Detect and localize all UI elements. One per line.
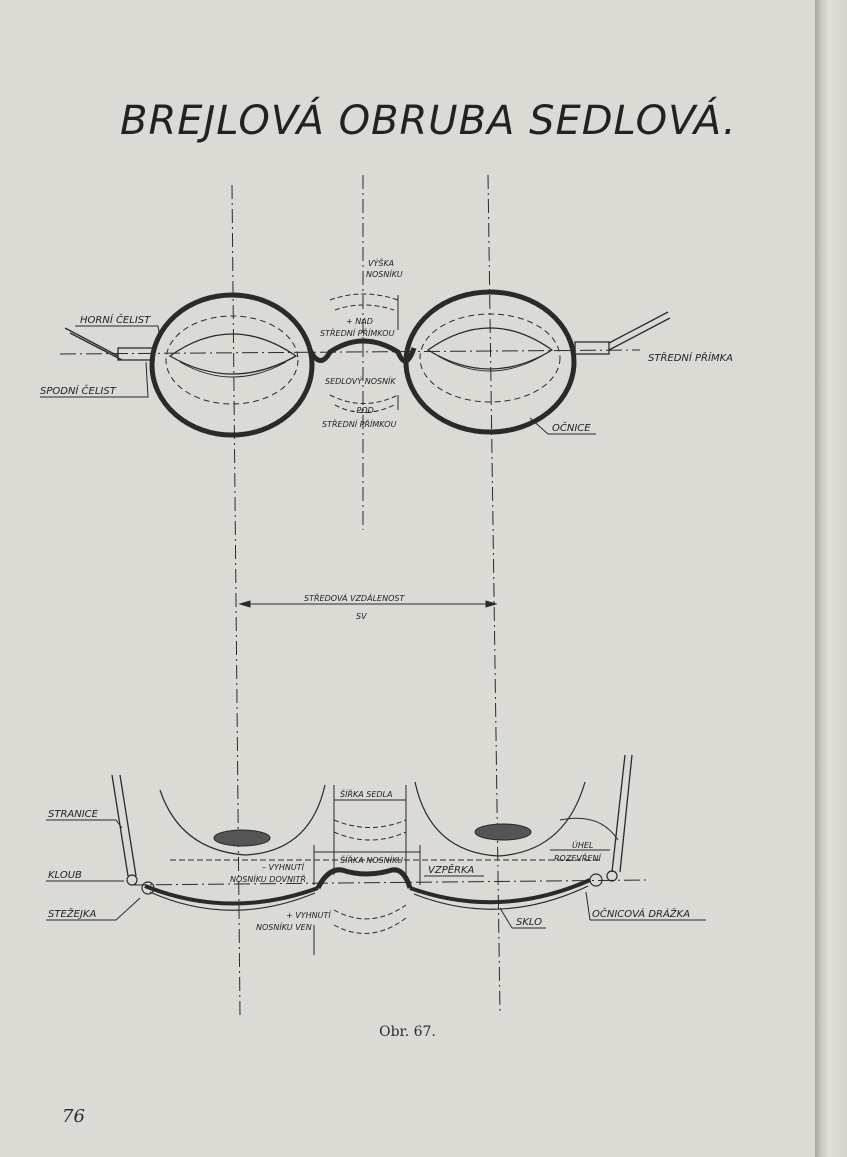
right-face-outline [414,781,586,857]
label-kloub: KLOUB [48,870,82,881]
label-stezejka: STEŽEJKA [48,907,96,920]
middle-line [59,349,641,355]
bridge-top [315,867,413,890]
left-eyewire [149,292,315,438]
figure-caption: Obr. 67. [379,1024,436,1040]
label-stredova-vzdalenost: STŘEDOVÁ VZDÁLENOST [304,592,405,603]
left-face-outline [159,784,326,856]
left-lens-top [144,884,319,906]
right-lens-centerline [487,174,501,1016]
left-lens-centerline [231,184,241,1016]
label-horni-celist: HORNÍ ČELIST [80,313,151,326]
label-nad-2: STŘEDNÍ PŘÍMKOU [320,327,395,338]
label-pod-1: – POD [350,406,374,415]
book-page [0,0,815,1157]
page-edge [815,0,847,1157]
label-pod-2: STŘEDNÍ PŘÍMKOU [322,418,397,429]
label-sv: SV [356,612,367,621]
label-vyhnuti-dovnitr-1: – VYHNUTÍ [262,861,306,872]
label-sklo: SKLO [516,917,542,928]
right-lens-top [409,878,591,905]
diagram-title: BREJLOVÁ OBRUBA SEDLOVÁ. [120,98,737,144]
page-number: 76 [62,1106,85,1127]
label-sirka-sedla: ŠÍŘKA SEDLA [340,788,392,799]
label-stranice: STRANICE [48,809,99,820]
label-spodni-celist: SPODNÍ ČELIST [40,384,117,397]
right-eye [426,327,554,370]
label-nad-1: + NAD [346,317,373,326]
label-vyska-nosniku-2: NOSNÍKU [366,268,403,279]
label-vyhnuti-dovnitr-2: NOSNÍKU DOVNITŘ [230,873,306,884]
label-sirka-nosniku: ŠÍŘKA NOSNÍKU [340,854,403,865]
label-uhel-2: ROZEVŘENÍ [554,852,602,863]
label-stredni-primka: STŘEDNÍ PŘÍMKA [648,351,733,364]
label-vyhnuti-ven-1: + VYHNUTÍ [286,909,332,920]
label-vzperka: VZPĚRKA [428,863,475,876]
label-vyhnuti-ven-2: NOSNÍKU VEN [256,921,312,932]
label-ocnicova-drazka: OČNICOVÁ DRÁŽKA [592,907,690,920]
label-vyska-nosniku-1: VÝŠKA [368,257,394,268]
glasses-diagram: VÝŠKA NOSNÍKU + NAD STŘEDNÍ PŘÍMKOU SEDL… [40,174,733,1016]
saddle-bridge [307,338,417,364]
left-eye [168,333,298,375]
label-ocnice: OČNICE [552,421,591,434]
label-uhel-1: ÚHEL [572,839,593,850]
label-sedlovy-nosnik: SEDLOVÝ NOSNÍK [325,375,396,386]
